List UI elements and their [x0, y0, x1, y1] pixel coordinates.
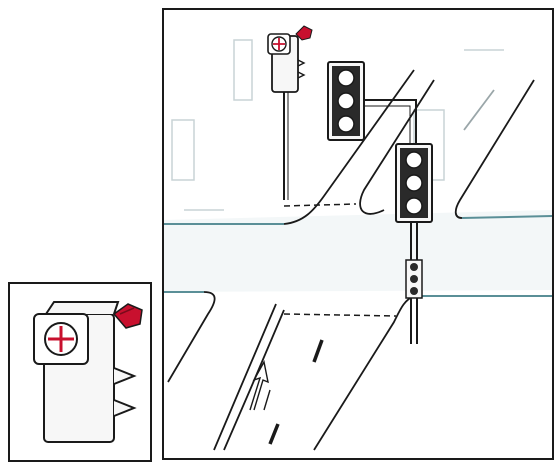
lane-dash	[312, 339, 324, 363]
intersection-illustration	[164, 25, 552, 451]
inset-illustration	[33, 301, 143, 443]
housing-top-plate	[45, 301, 120, 315]
signal-lamp	[410, 263, 418, 271]
lower-pole-signal	[405, 259, 423, 299]
signal-lamp	[405, 151, 423, 169]
signal-lamp	[410, 287, 418, 295]
signal-lamp	[410, 275, 418, 283]
signal-lamp	[405, 174, 423, 192]
stop-line	[283, 203, 357, 207]
call-button-icon[interactable]	[295, 25, 313, 41]
visor-icon	[113, 399, 137, 417]
signal-lamp	[337, 69, 355, 87]
merge-left-arrow-icon	[249, 359, 271, 411]
intersection-panel	[162, 8, 554, 460]
visor-icon	[297, 59, 306, 79]
signal-arm	[364, 99, 417, 146]
road-edge	[461, 215, 552, 219]
signal-lamp	[337, 115, 355, 133]
visor-icon	[113, 367, 137, 385]
red-cross-icon	[273, 38, 285, 50]
signal-arm	[364, 105, 411, 146]
vehicle-signal-right	[395, 143, 433, 223]
pedestrian-call-signal	[267, 25, 313, 200]
signal-lamp	[337, 92, 355, 110]
signal-lamp	[405, 197, 423, 215]
stop-line	[283, 313, 397, 317]
call-button-icon[interactable]	[112, 303, 143, 329]
curb-lines	[167, 69, 535, 451]
red-cross-icon	[48, 326, 74, 352]
vehicle-signal-left	[327, 61, 365, 141]
lane-dash	[268, 423, 280, 445]
cross-street-surface	[164, 210, 552, 292]
inset-closeup-panel	[8, 282, 152, 462]
